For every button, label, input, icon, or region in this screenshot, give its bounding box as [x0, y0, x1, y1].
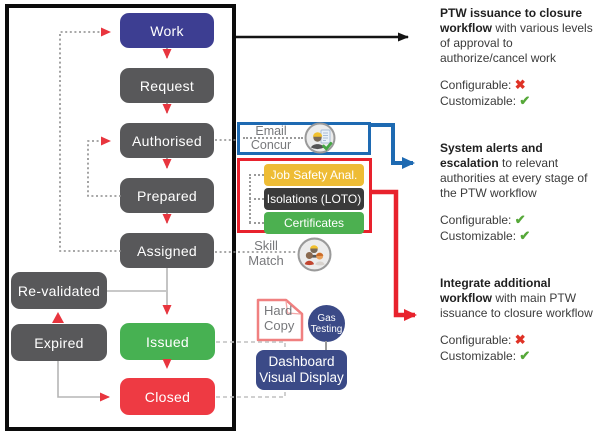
annotation-integrate-workflow: Integrate additional workflow with main … — [440, 276, 600, 364]
isolations-loto-pill: Isolations (LOTO) — [264, 188, 364, 210]
concur-label: Concur — [250, 138, 292, 152]
customizable-mark: ✔ — [519, 93, 531, 108]
email-concur-box: Email Concur — [237, 122, 371, 155]
dotted-leader — [249, 198, 264, 200]
configurable-label: Configurable: — [440, 333, 512, 347]
customizable-mark: ✔ — [519, 228, 531, 243]
customizable-label: Customizable: — [440, 94, 517, 108]
customizable-label: Customizable: — [440, 229, 517, 243]
customizable-label: Customizable: — [440, 349, 517, 363]
annotation-bold-text: PTW issuance to closure workflow — [440, 6, 583, 35]
flow-node-work: Work — [120, 13, 214, 48]
flow-node-issued: Issued — [120, 323, 215, 360]
dotted-leader — [249, 222, 264, 224]
annotation-bold-text: Integrate additional workflow — [440, 276, 551, 305]
customizable-mark: ✔ — [519, 348, 531, 363]
additional-workflow-group: Job Safety Anal. Isolations (LOTO) Certi… — [237, 158, 372, 234]
annotation-bold-text: System alerts and escalation — [440, 141, 543, 170]
hard-copy-shape: Hard Copy — [256, 298, 304, 342]
annotation-text: with various levels of approval to autho… — [440, 21, 593, 65]
flow-node-assigned: Assigned — [120, 233, 214, 268]
workers-team-icon — [297, 237, 332, 272]
skill-label: Skill — [240, 239, 292, 252]
configurable-label: Configurable: — [440, 78, 512, 92]
email-label: Email — [255, 124, 287, 138]
configurable-label: Configurable: — [440, 213, 512, 227]
flow-node-authorised: Authorised — [120, 123, 214, 158]
gas-testing-node: Gas Testing — [308, 305, 345, 342]
annotation-system-alerts: System alerts and escalation to relevant… — [440, 141, 600, 244]
configurable-mark: ✖ — [514, 77, 526, 92]
flow-node-prepared: Prepared — [120, 178, 214, 213]
flow-node-closed: Closed — [120, 378, 215, 415]
configurable-mark: ✔ — [514, 212, 526, 227]
flow-node-expired: Expired — [11, 324, 107, 361]
dashboard-visual-display-node: Dashboard Visual Display — [256, 350, 347, 390]
certificates-pill: Certificates — [264, 212, 364, 234]
flow-node-revalidated: Re-validated — [11, 272, 107, 309]
match-label: Match — [240, 254, 292, 267]
job-safety-analysis-pill: Job Safety Anal. — [264, 164, 364, 186]
dotted-leader — [243, 137, 303, 139]
flow-node-request: Request — [120, 68, 214, 103]
annotation-ptw-workflow: PTW issuance to closure workflow with va… — [440, 6, 600, 109]
workflow-frame — [5, 4, 236, 431]
annotation-text: to relevant authorities at every stage o… — [440, 156, 588, 200]
dotted-leader — [249, 174, 264, 176]
annotation-text: with main PTW issuance to closure workfl… — [440, 291, 593, 320]
configurable-mark: ✖ — [514, 332, 526, 347]
hard-copy-label: Hard Copy — [264, 303, 295, 333]
worker-approval-icon — [304, 122, 336, 154]
